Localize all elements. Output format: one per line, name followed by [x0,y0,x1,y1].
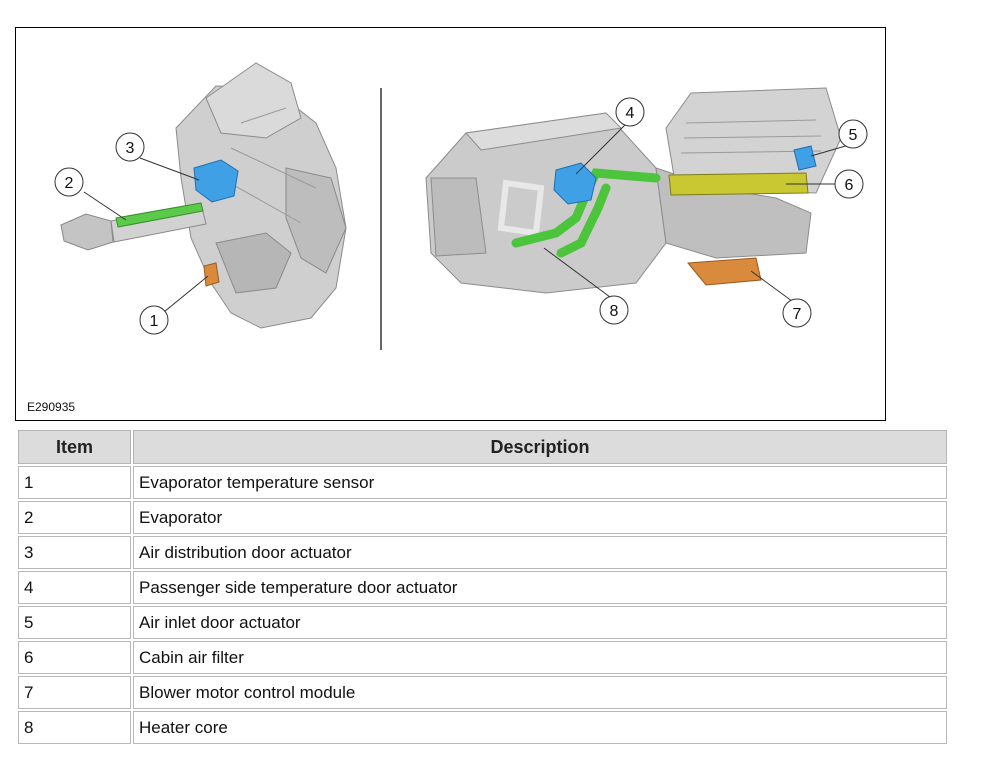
table-row: 5 Air inlet door actuator [18,606,947,639]
callout-4: 4 [615,97,645,127]
table-header-row: Item Description [18,430,947,464]
item-description: Blower motor control module [133,676,947,709]
figure-id-label: E290935 [27,400,76,414]
item-number: 2 [18,501,131,534]
callout-5: 5 [838,119,868,149]
callout-6: 6 [834,169,864,199]
air-inlet-actuator [793,145,817,171]
left-hvac-unit [60,62,347,329]
table-row: 6 Cabin air filter [18,641,947,674]
diagram-illustration: 1 2 3 4 5 6 7 8 [54,62,868,350]
item-number: 1 [18,466,131,499]
callout-5-label: 5 [849,127,858,144]
table-row: 1 Evaporator temperature sensor [18,466,947,499]
callout-1-label: 1 [150,313,159,330]
air-distribution-actuator [193,159,239,203]
callout-6-label: 6 [845,177,854,194]
component-diagram: 1 2 3 4 5 6 7 8 E290935 [15,27,886,421]
table-row: 3 Air distribution door actuator [18,536,947,569]
callout-7: 7 [782,298,812,328]
callout-3: 3 [115,132,145,162]
table-row: 4 Passenger side temperature door actuat… [18,571,947,604]
item-description: Cabin air filter [133,641,947,674]
description-column-header: Description [133,430,947,464]
callout-3-label: 3 [126,140,135,157]
evaporator-temperature-sensor [203,262,220,287]
item-description: Heater core [133,711,947,744]
callout-8: 8 [599,295,629,325]
item-description: Air distribution door actuator [133,536,947,569]
callout-2: 2 [54,167,84,197]
item-description: Passenger side temperature door actuator [133,571,947,604]
table-row: 2 Evaporator [18,501,947,534]
blower-control-module [687,257,762,286]
callout-7-label: 7 [793,306,802,323]
item-column-header: Item [18,430,131,464]
item-number: 8 [18,711,131,744]
table-row: 8 Heater core [18,711,947,744]
item-number: 4 [18,571,131,604]
callout-1: 1 [139,305,169,335]
right-hvac-unit [425,87,842,294]
item-number: 5 [18,606,131,639]
callout-2-label: 2 [65,175,74,192]
item-number: 3 [18,536,131,569]
cabin-air-filter [668,172,809,196]
item-number: 6 [18,641,131,674]
item-description: Evaporator [133,501,947,534]
item-description: Air inlet door actuator [133,606,947,639]
callout-4-label: 4 [626,105,635,122]
callout-8-label: 8 [610,303,619,320]
item-number: 7 [18,676,131,709]
passenger-temperature-actuator [553,162,597,205]
table-row: 7 Blower motor control module [18,676,947,709]
evaporator-core [115,202,204,228]
item-description: Evaporator temperature sensor [133,466,947,499]
items-table: Item Description 1 Evaporator temperatur… [16,428,949,746]
